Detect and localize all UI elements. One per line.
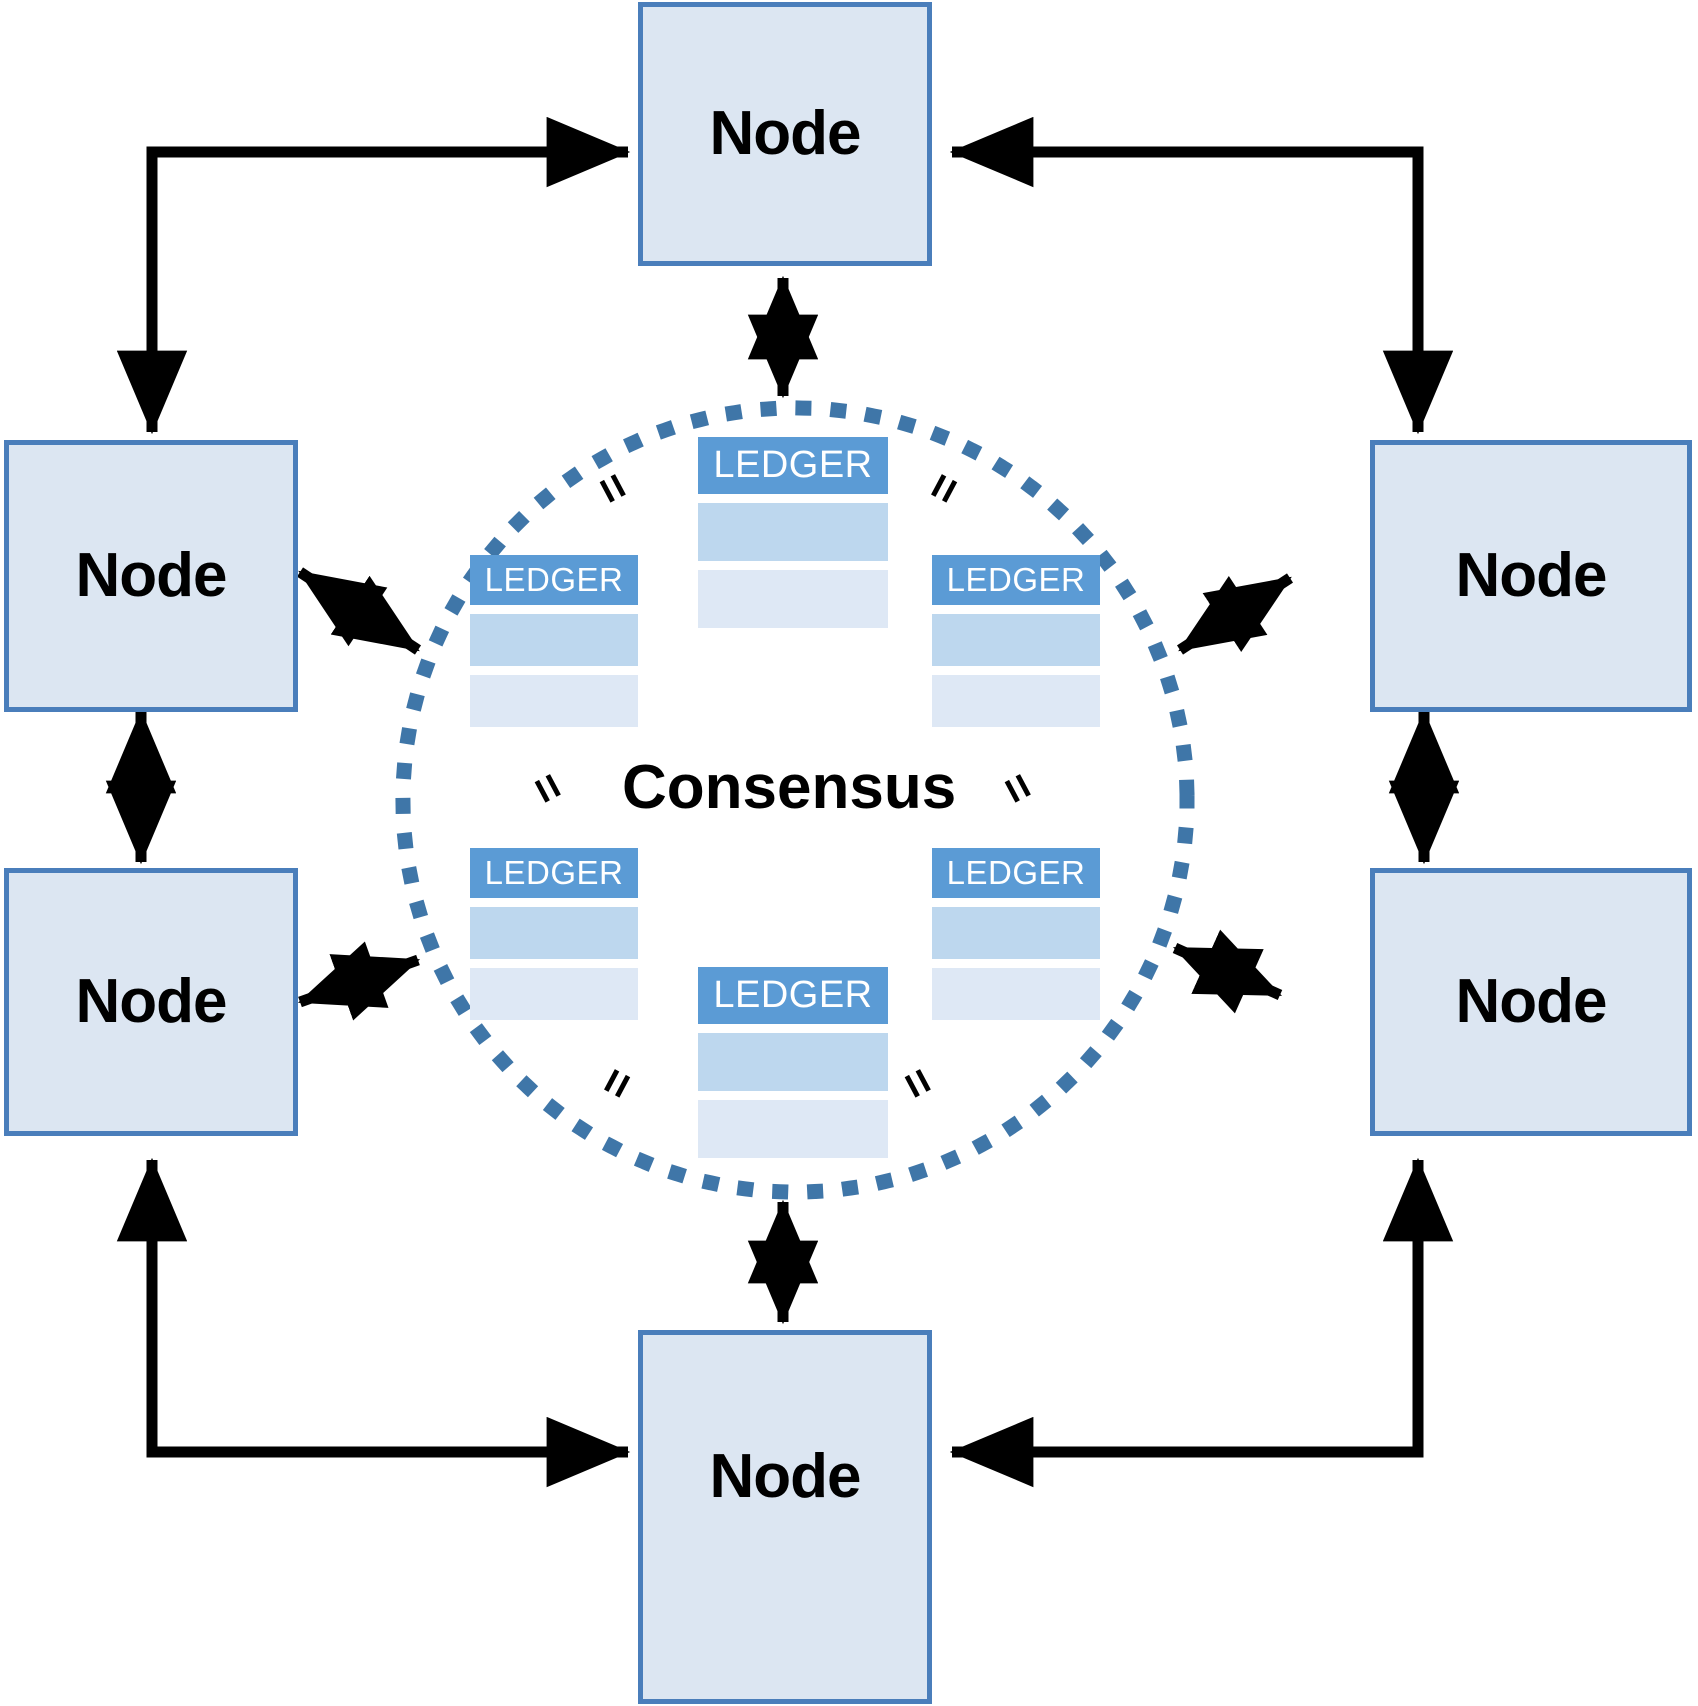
ledger-row <box>932 907 1100 959</box>
ledger-row <box>470 614 638 666</box>
spoke-left-upper <box>296 567 422 655</box>
ledger-row <box>470 968 638 1020</box>
ledger-row <box>698 1100 888 1158</box>
node-bottom[interactable]: Node <box>638 1330 932 1704</box>
ledger-row <box>470 907 638 959</box>
node-label: Node <box>709 1442 862 1511</box>
equals-mark-mid-left: = <box>519 763 578 813</box>
connector-topleft-elbow <box>116 116 631 435</box>
ledger-right-lower[interactable]: LEDGER <box>932 848 1100 1020</box>
ledger-header: LEDGER <box>698 967 888 1024</box>
ledger-row <box>932 614 1100 666</box>
ledger-row <box>698 1033 888 1091</box>
spoke-left-lower <box>297 941 421 1021</box>
ledger-header: LEDGER <box>470 848 638 898</box>
equals-mark-lower-left: = <box>587 1058 646 1108</box>
ledger-top[interactable]: LEDGER <box>698 437 888 628</box>
spoke-right-upper <box>1176 573 1294 655</box>
ledger-left-upper[interactable]: LEDGER <box>470 555 638 727</box>
node-top[interactable]: Node <box>638 2 932 266</box>
node-label: Node <box>75 967 228 1036</box>
ledger-row <box>932 675 1100 727</box>
equals-mark-upper-right: = <box>914 463 973 513</box>
equals-mark-upper-left: = <box>584 463 643 513</box>
node-right-lower[interactable]: Node <box>1370 868 1692 1136</box>
node-left-upper[interactable]: Node <box>4 440 298 712</box>
connector-bottomright-elbow <box>949 1157 1454 1488</box>
connector-topright-elbow <box>949 116 1454 435</box>
equals-mark-mid-right: = <box>989 763 1048 813</box>
consensus-label: Consensus <box>622 753 957 822</box>
ledger-header: LEDGER <box>932 848 1100 898</box>
node-right-upper[interactable]: Node <box>1370 440 1692 712</box>
ledger-header: LEDGER <box>932 555 1100 605</box>
node-left-lower[interactable]: Node <box>4 868 298 1136</box>
ledger-row <box>470 675 638 727</box>
ledger-row <box>698 503 888 561</box>
equals-mark-lower-right: = <box>889 1058 948 1108</box>
spoke-right-lower <box>1172 929 1283 1014</box>
node-label: Node <box>1455 541 1608 610</box>
ledger-row <box>932 968 1100 1020</box>
node-label: Node <box>709 99 862 168</box>
ledger-header: LEDGER <box>698 437 888 494</box>
ledger-left-lower[interactable]: LEDGER <box>470 848 638 1020</box>
node-label: Node <box>75 541 228 610</box>
connector-bottomleft-elbow <box>116 1157 631 1488</box>
ledger-right-upper[interactable]: LEDGER <box>932 555 1100 727</box>
ledger-bottom[interactable]: LEDGER <box>698 967 888 1158</box>
node-label: Node <box>1455 967 1608 1036</box>
ledger-header: LEDGER <box>470 555 638 605</box>
ledger-row <box>698 570 888 628</box>
